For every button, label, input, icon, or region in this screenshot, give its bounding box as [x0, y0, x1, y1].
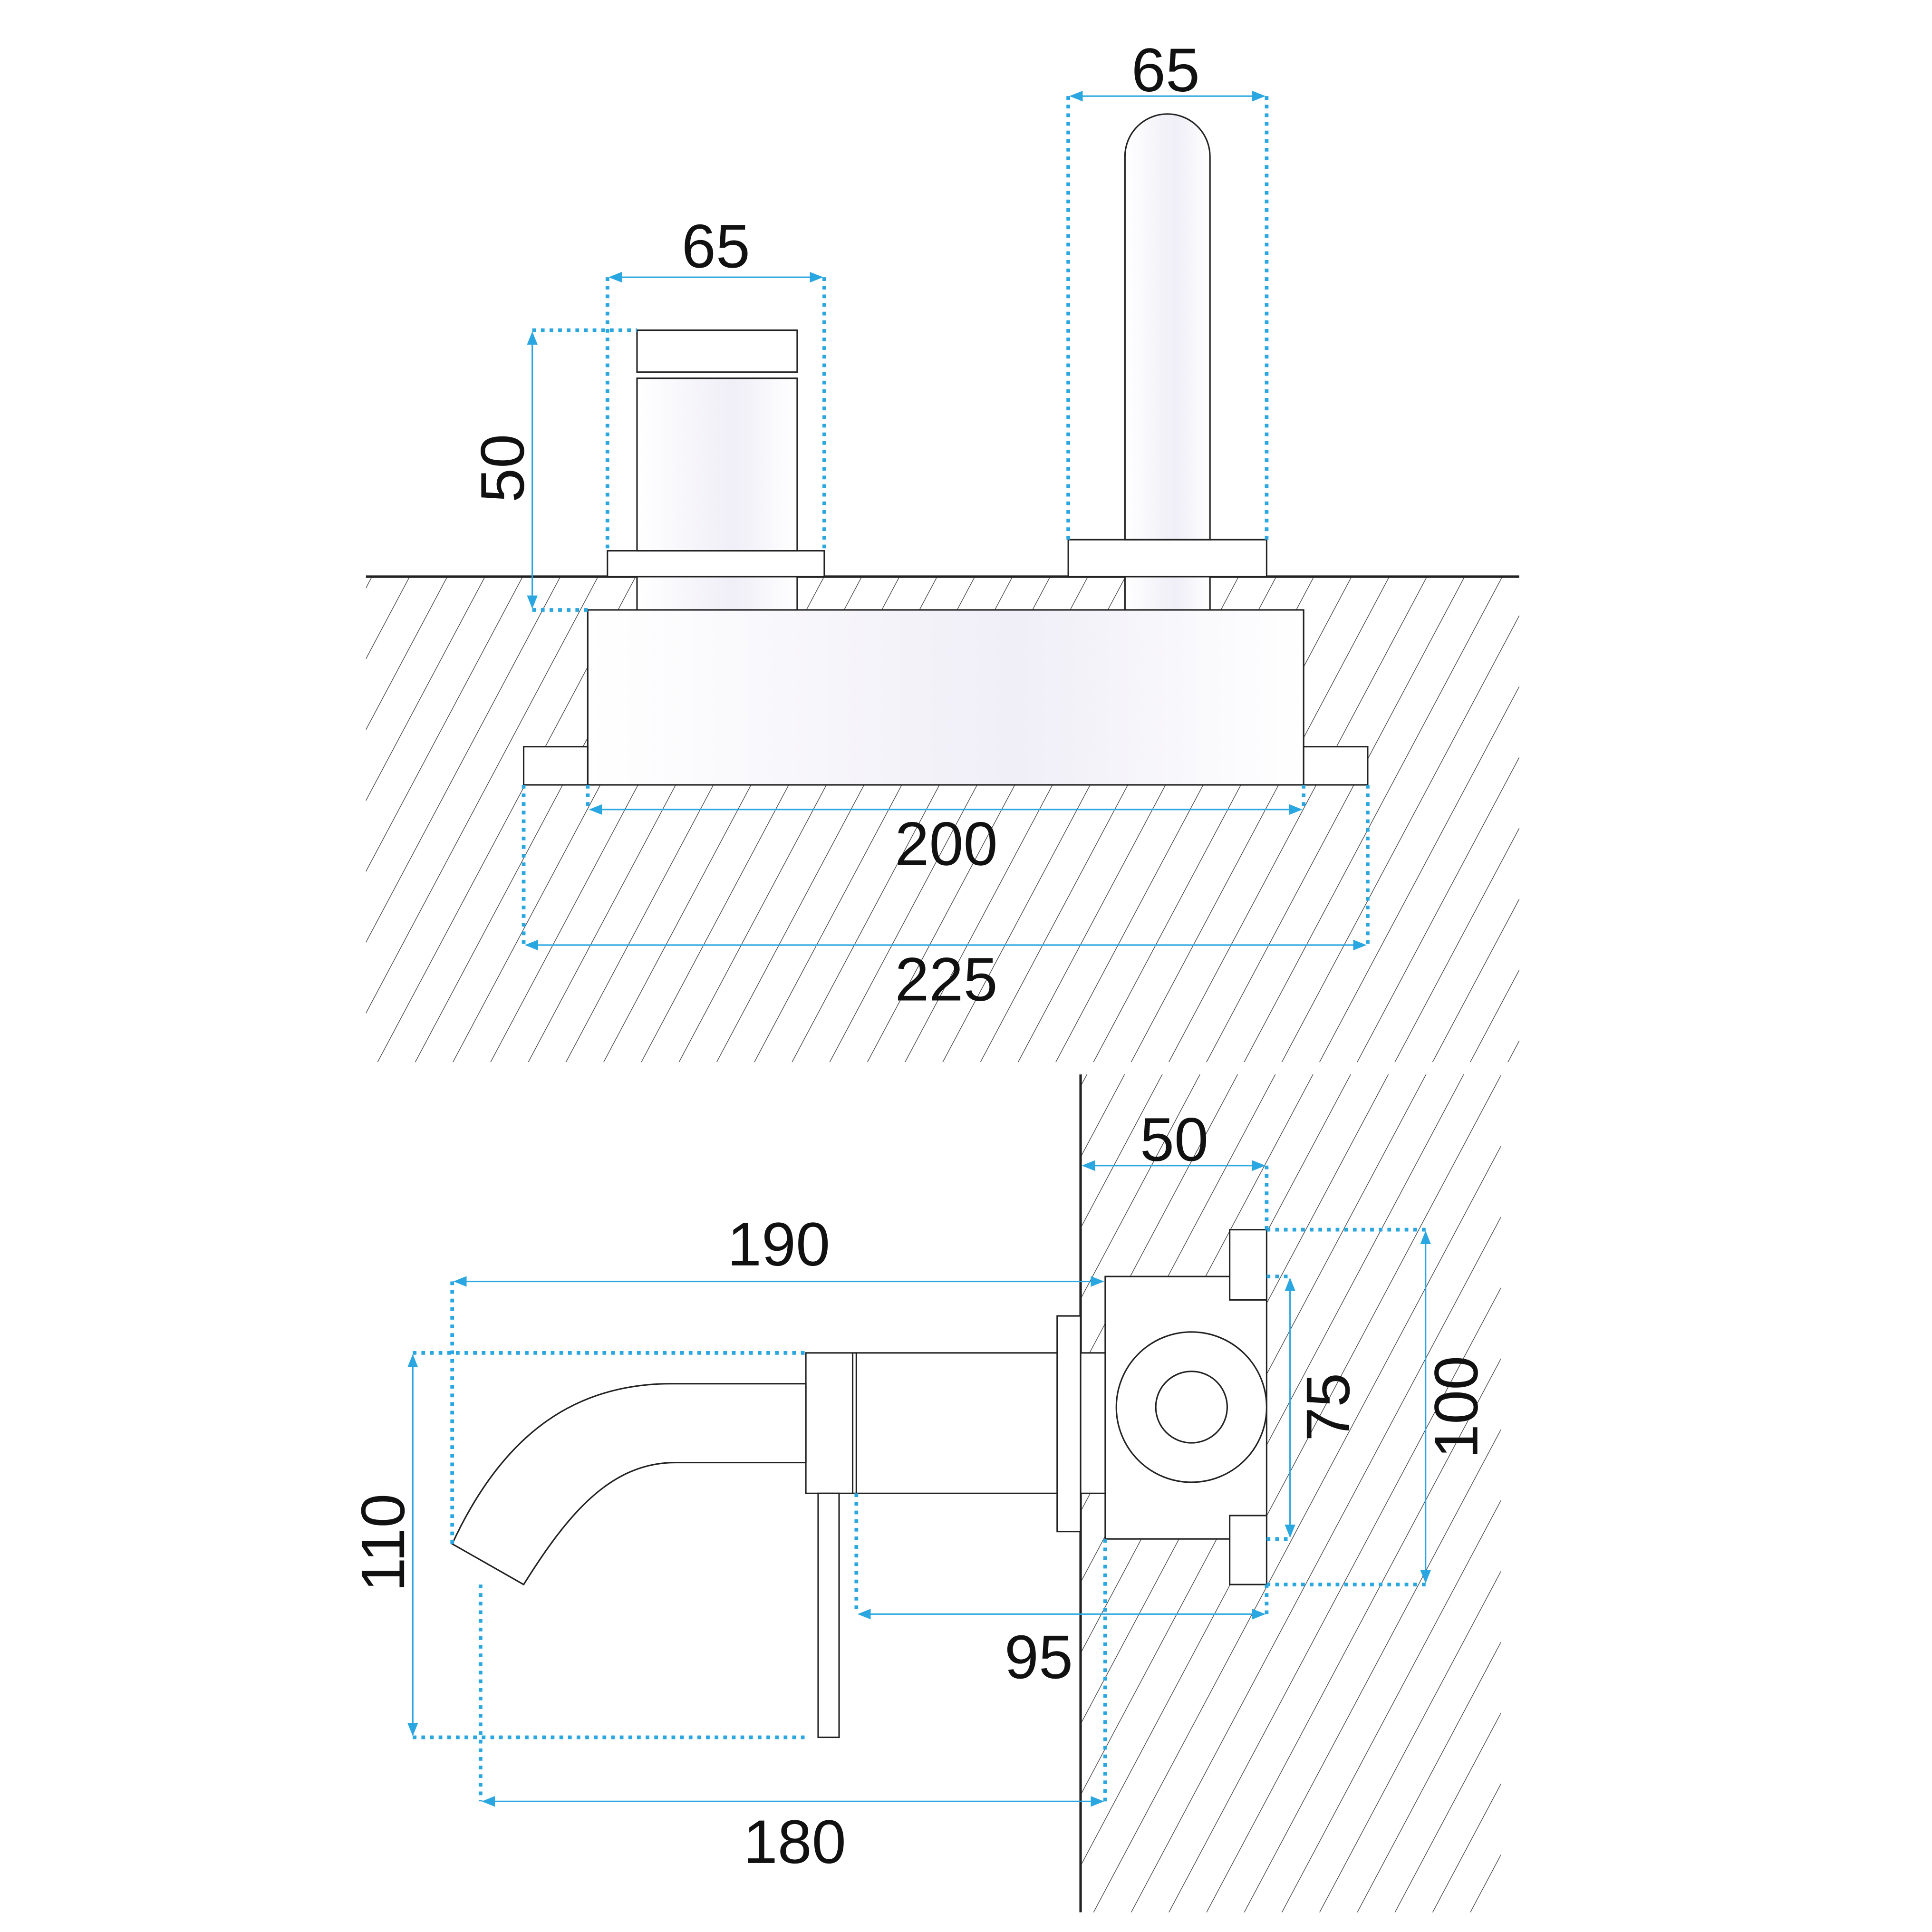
label-box-width: 200 [895, 810, 997, 878]
label-spout-reach: 190 [727, 1210, 830, 1279]
valve-inner-circle [1155, 1371, 1228, 1444]
label-box-outer-height: 100 [1422, 1356, 1491, 1459]
spout-curve [451, 1383, 807, 1586]
label-spout-width: 65 [1131, 36, 1200, 105]
wall-flange [1056, 1315, 1082, 1533]
handle-base-plate [607, 550, 825, 578]
handle-body [636, 377, 798, 552]
side-view: 190 110 180 95 50 75 100 [349, 1074, 1501, 1913]
lever [817, 1492, 840, 1739]
label-total-reach: 180 [744, 1808, 846, 1876]
label-depth: 50 [469, 434, 537, 502]
label-plate-width: 225 [895, 946, 997, 1014]
label-spout-height: 110 [349, 1494, 417, 1592]
label-wall-depth: 50 [1140, 1106, 1208, 1174]
handle-stem [636, 576, 798, 611]
spout-top [1124, 113, 1211, 541]
spout-base-plate [1067, 539, 1267, 578]
collar [805, 1352, 857, 1494]
sleeve [1080, 1352, 1106, 1494]
box-flange-right [1303, 746, 1369, 786]
faucet-body [855, 1352, 1058, 1494]
box-flange-left [522, 746, 589, 786]
spout-stem [1124, 576, 1211, 611]
box-tab-bottom [1229, 1515, 1267, 1585]
handle-cap [636, 329, 798, 373]
box-tab-top [1229, 1229, 1267, 1301]
mixing-box [587, 609, 1304, 786]
label-handle-width: 65 [682, 212, 750, 280]
top-view: 65 65 50 200 225 [366, 36, 1519, 1063]
label-body-length: 95 [1005, 1623, 1073, 1691]
label-box-inner-height: 75 [1294, 1373, 1362, 1441]
